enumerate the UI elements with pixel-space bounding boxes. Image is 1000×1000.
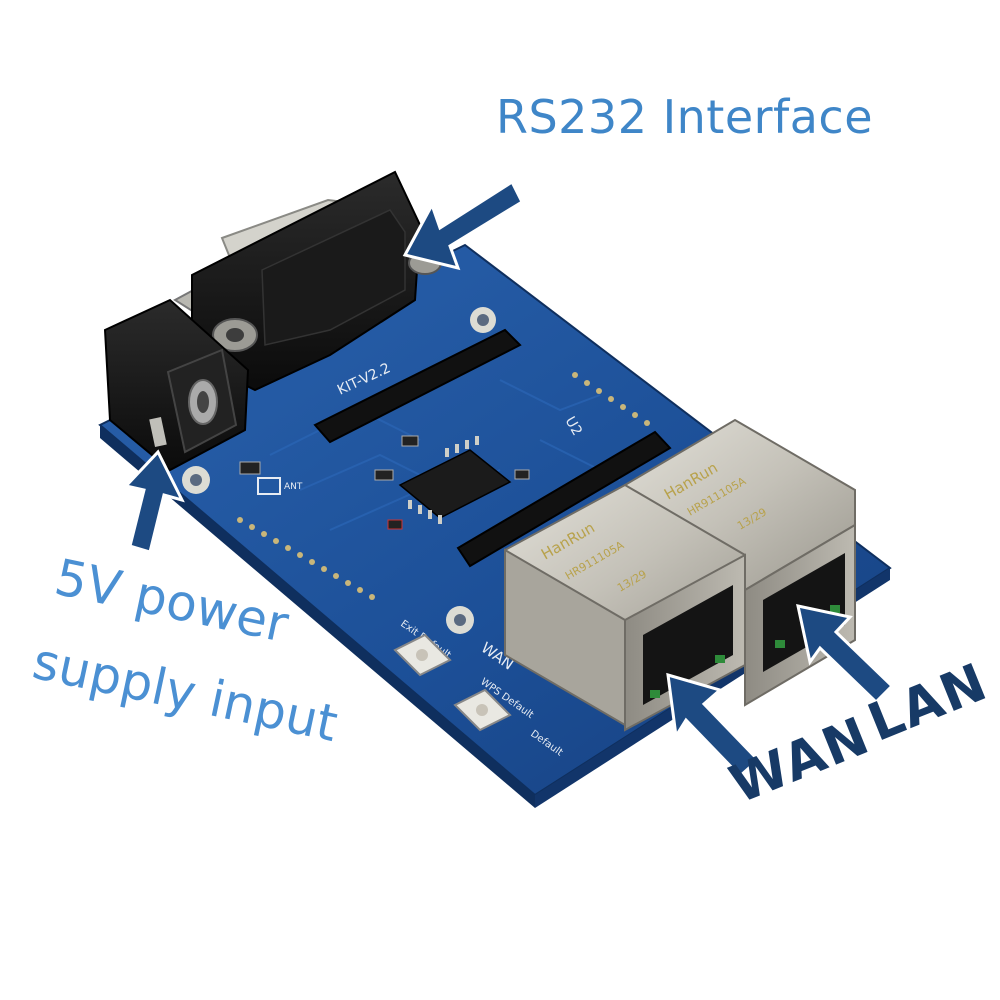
- dc-power-jack: [103, 298, 250, 472]
- rj45-jack-wan: HanRun HR911105A 13/29: [504, 483, 746, 732]
- ic-chip: [398, 436, 512, 524]
- pin-header-bottom: [456, 430, 672, 568]
- rs232-callout-label: RS232 Interface: [496, 90, 874, 144]
- pin-header-top: [313, 328, 522, 444]
- rs232-arrow-icon: [402, 179, 524, 271]
- wps-default-button: [453, 688, 512, 732]
- mounting-hole: [470, 307, 496, 333]
- power-arrow-icon: [123, 449, 185, 554]
- rs232-db9-connector: [173, 170, 442, 392]
- wan-arrow-icon: [666, 672, 761, 779]
- exit-default-button: [393, 633, 452, 677]
- mounting-hole: [182, 466, 210, 494]
- lan-arrow-icon: [796, 604, 895, 705]
- antenna-silkscreen: ANT: [284, 482, 303, 492]
- mounting-hole: [446, 606, 474, 634]
- smd-components: [239, 435, 530, 530]
